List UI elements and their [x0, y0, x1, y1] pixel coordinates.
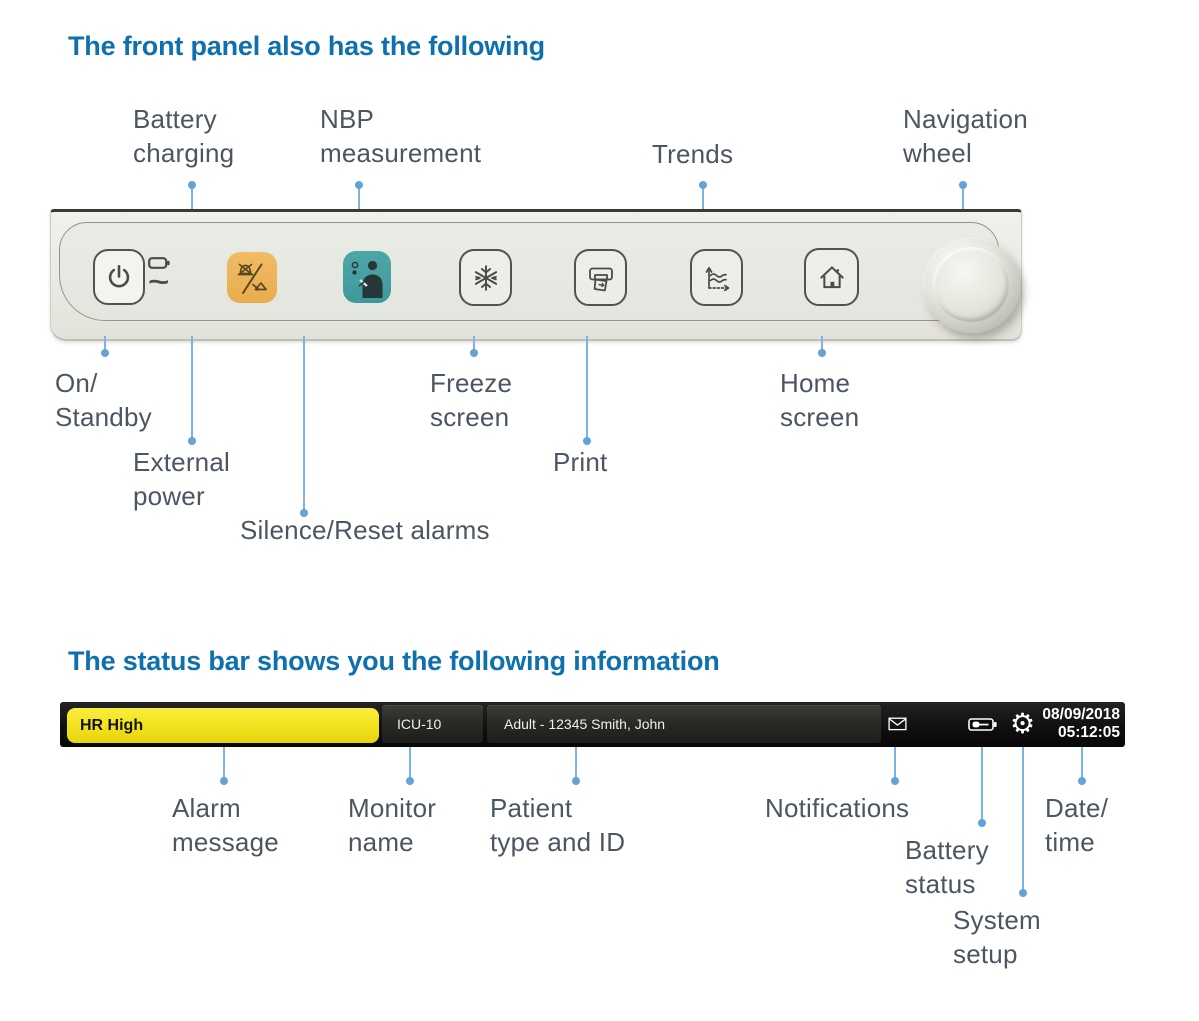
freeze-screen-button [459, 249, 512, 306]
date-time-display: 08/09/2018 05:12:05 [1042, 706, 1120, 741]
notifications-envelope-icon [888, 717, 907, 731]
label-home-screen: Home screen [780, 368, 860, 432]
monitor-name-field: ICU-10 [382, 705, 483, 743]
alarm-message-text: HR High [80, 716, 144, 734]
patient-info-text: Adult - 12345 Smith, John [504, 716, 666, 732]
label-date-time: Date/ time [1045, 793, 1109, 857]
trends-button [690, 249, 743, 306]
home-icon [815, 260, 849, 294]
label-nbp-measurement: NBP measurement [320, 104, 482, 168]
callout-external-power [188, 336, 196, 445]
callout-patient-type-id [572, 747, 580, 785]
monitor-name-text: ICU-10 [397, 716, 442, 732]
battery-charging-indicator-icon [148, 257, 170, 269]
on-standby-button [93, 249, 145, 305]
nbp-patient-icon [347, 256, 387, 298]
callout-battery-status [978, 747, 986, 827]
label-battery-charging: Battery charging [133, 104, 235, 168]
callout-alarm-message [220, 747, 228, 785]
label-alarm-message: Alarm message [172, 793, 279, 857]
alarm-message-field: HR High [67, 708, 379, 743]
callout-battery-charging [188, 181, 196, 209]
label-navigation-wheel: Navigation wheel [903, 104, 1028, 168]
navigation-wheel-knob [924, 239, 1020, 333]
callout-nbp-measurement [355, 181, 363, 209]
label-external-power: External power [133, 447, 230, 511]
label-on-standby: On/ Standby [55, 368, 152, 432]
label-print: Print [553, 447, 608, 477]
status-bar-heading: The status bar shows you the following i… [68, 646, 720, 676]
power-icon [104, 262, 134, 292]
callout-home-screen [818, 336, 826, 357]
callout-notifications [891, 747, 899, 785]
silence-reset-alarms-button [227, 252, 277, 303]
callout-system-setup [1019, 747, 1027, 897]
home-screen-button [804, 248, 859, 306]
button-strip: ~ [59, 222, 1020, 333]
label-notifications: Notifications [765, 793, 910, 823]
battery-plug-icon [968, 717, 998, 732]
patient-info-field: Adult - 12345 Smith, John [487, 705, 881, 743]
callout-silence-reset [300, 336, 308, 517]
label-freeze-screen: Freeze screen [430, 368, 513, 432]
label-system-setup: System setup [953, 905, 1041, 969]
callout-trends [699, 181, 707, 209]
printer-icon [585, 262, 617, 294]
callout-print [583, 336, 591, 445]
snowflake-icon [471, 263, 501, 293]
label-patient-type-id: Patient type and ID [490, 793, 626, 857]
label-trends: Trends [652, 139, 734, 169]
gear-icon: ⚙ [1010, 707, 1036, 740]
status-bar: HR High ICU-10 Adult - 12345 Smith, John… [60, 702, 1125, 747]
navigation-wheel-face [933, 247, 1009, 322]
front-panel-photo: ~ [50, 209, 1022, 341]
trends-graph-icon [701, 262, 733, 294]
nbp-measurement-button [343, 251, 391, 303]
callout-monitor-name [406, 747, 414, 785]
print-button [574, 249, 627, 306]
callout-on-standby [101, 336, 109, 357]
front-panel-heading: The front panel also has the following [68, 31, 545, 61]
external-power-indicator-icon: ~ [148, 267, 170, 297]
label-silence-reset-alarms: Silence/Reset alarms [240, 515, 490, 545]
label-monitor-name: Monitor name [348, 793, 437, 857]
alarm-silence-icon [232, 258, 272, 298]
callout-freeze-screen [470, 336, 478, 357]
callout-date-time [1078, 747, 1086, 785]
label-battery-status: Battery status [905, 835, 989, 899]
callout-navigation-wheel [959, 181, 967, 209]
